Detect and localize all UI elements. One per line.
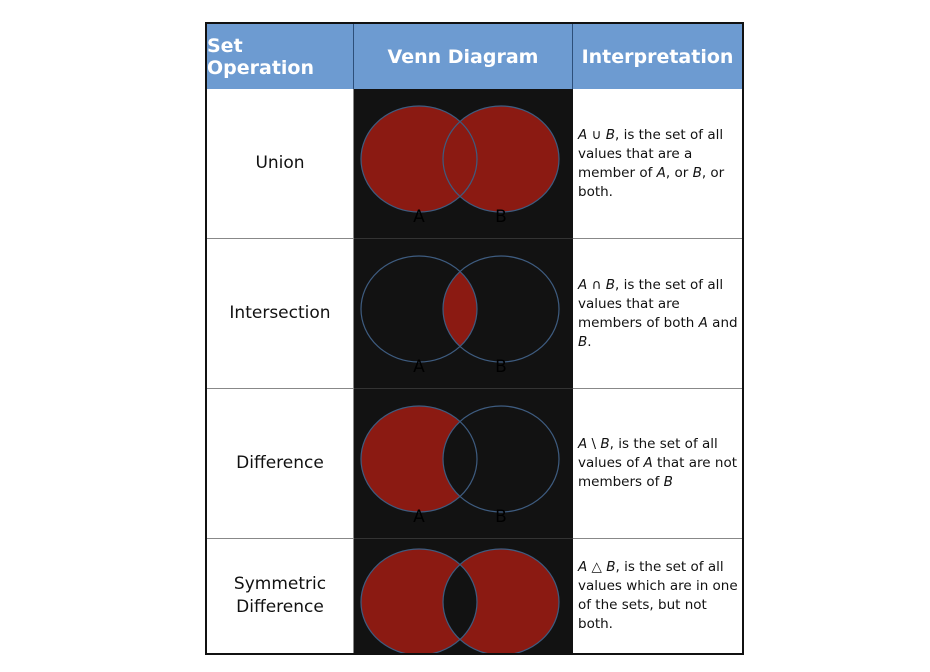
interp-a: A: [578, 126, 588, 143]
interp-t1: , is the set of all values which are in …: [578, 559, 738, 632]
set-b-outline: [442, 255, 560, 363]
interp-t3: , or both.: [578, 164, 725, 200]
interp-t1: , is the set of all values of: [578, 436, 718, 471]
interp-t2: , or: [665, 164, 693, 181]
set-b-mask: [443, 406, 559, 512]
row-divider: [207, 538, 742, 539]
set-a-region: [361, 106, 477, 212]
label-a: A: [413, 207, 425, 227]
set-b-outline: [442, 105, 560, 213]
interpretation-text: A ∪ B, is the set of all values that are…: [573, 89, 742, 238]
set-b-region: [443, 549, 559, 653]
interp-a: A: [578, 276, 588, 293]
interp-b2: B: [578, 333, 588, 350]
operation-name: Symmetric Difference: [207, 539, 354, 653]
interp-b: B: [605, 276, 615, 293]
label-b: B: [495, 507, 507, 527]
interp-t2: that are not members of: [578, 455, 737, 490]
interp-t1: , is the set of all values that are memb…: [578, 276, 724, 331]
interp-op: \: [587, 436, 601, 452]
interp-a: A: [578, 559, 588, 575]
set-a-outline: [360, 105, 478, 213]
interp-b: B: [605, 126, 615, 143]
interpretation-text: A ∩ B, is the set of all values that are…: [573, 239, 742, 388]
operation-name: Intersection: [207, 239, 354, 388]
header-interpretation: Interpretation: [573, 24, 742, 89]
set-b-region: [443, 106, 559, 212]
set-a-region: [361, 549, 477, 653]
interp-op: ∪: [587, 126, 606, 143]
interp-op: ∩: [587, 276, 606, 293]
interp-t1: , is the set of all values that are a me…: [578, 126, 724, 181]
row-divider: [207, 388, 742, 389]
operation-name: Union: [207, 89, 354, 238]
label-b: B: [495, 207, 507, 227]
interp-b: B: [600, 436, 610, 452]
venn-cell: [354, 539, 573, 653]
set-a-outline: [360, 548, 478, 653]
header-venn-diagram: Venn Diagram: [354, 24, 573, 89]
row-symmetric-difference: Symmetric Difference A △ B, is the set o…: [207, 539, 742, 653]
label-a: A: [413, 357, 425, 377]
interp-a2: A: [698, 314, 708, 331]
set-a-outline: [360, 255, 478, 363]
interp-t2: and: [707, 314, 738, 331]
row-divider: [207, 238, 742, 239]
set-b-outline: [442, 405, 560, 513]
interp-b2: B: [663, 474, 673, 490]
label-b: B: [495, 357, 507, 377]
set-b-outline: [442, 548, 560, 653]
interp-op: △: [587, 559, 607, 575]
interp-t3: .: [587, 333, 592, 350]
header-set-operation: Set Operation: [207, 24, 354, 89]
interp-b2: B: [692, 164, 702, 181]
label-a: A: [413, 507, 425, 527]
interpretation-text: A \ B, is the set of all values of A tha…: [573, 389, 742, 538]
interp-b: B: [606, 559, 616, 575]
operation-name: Difference: [207, 389, 354, 538]
interp-a2: A: [643, 455, 653, 471]
interpretation-text: A △ B, is the set of all values which ar…: [573, 539, 742, 653]
interp-a: A: [578, 436, 588, 452]
set-a-outline: [360, 405, 478, 513]
set-a-region: [361, 406, 477, 512]
venn-diagram-symmetric-difference: [360, 548, 560, 653]
set-operations-table: Set Operation Venn Diagram Interpretatio…: [205, 22, 744, 655]
interp-a2: A: [656, 164, 666, 181]
